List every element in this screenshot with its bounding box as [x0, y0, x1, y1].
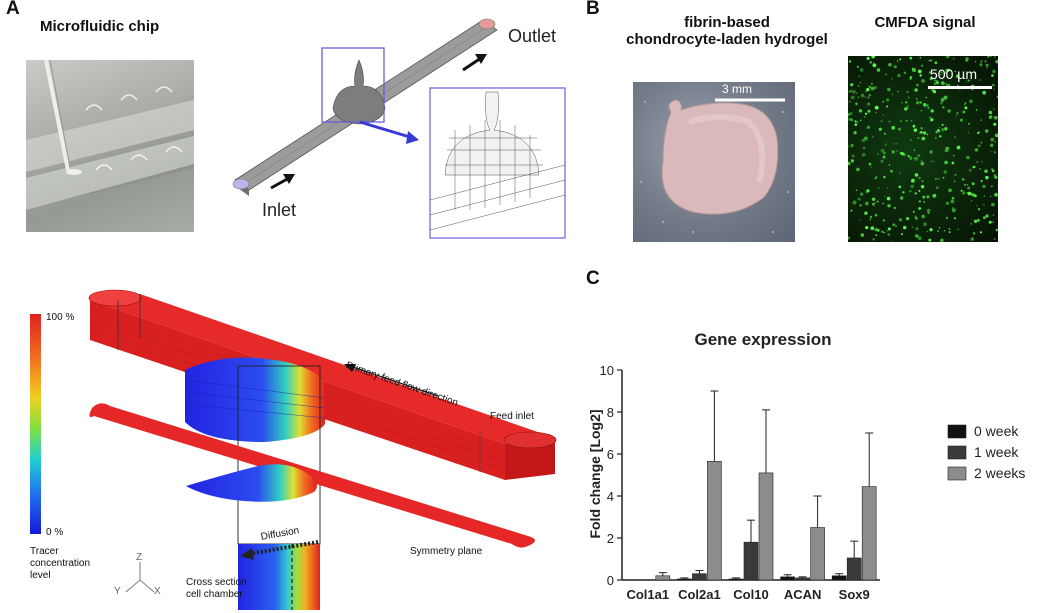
bar-ACAN-0: [780, 576, 795, 581]
tracer-simulation-figure: [30, 289, 557, 610]
outlet-label: Outlet: [508, 26, 557, 46]
bar-Col1a1-2: [655, 575, 671, 581]
x-tick-label: Col2a1: [678, 587, 721, 602]
colorbar-max-label: 100 %: [46, 312, 75, 323]
bar-Col10-1: [743, 541, 759, 581]
x-tick-label: Sox9: [839, 587, 870, 602]
x-tick-label: Col10: [733, 587, 768, 602]
panel-a-letter: A: [6, 0, 20, 19]
panel-c-letter: C: [586, 268, 600, 289]
legend-label: 0 week: [974, 423, 1019, 439]
bar-Sox9-0: [831, 575, 847, 581]
hydrogel-scale-label: 3 mm: [722, 82, 752, 96]
colorbar-min-label: 0 %: [46, 527, 64, 538]
legend-swatch: [947, 445, 967, 460]
colorbar-title: Tracer concentration level: [30, 546, 91, 581]
bar-Col2a1-1: [692, 573, 707, 581]
axis-z-label: Z: [136, 552, 143, 563]
bar-Col10-0: [728, 578, 744, 581]
bar-Col2a1-0: [677, 578, 692, 581]
y-tick-label: 10: [600, 363, 614, 378]
bar-ACAN-2: [810, 527, 825, 581]
hydrogel-photo: [633, 82, 795, 242]
feed-inlet-label: Feed inlet: [490, 411, 534, 422]
y-tick-label: 8: [607, 405, 614, 420]
cmfda-heading: CMFDA signal: [874, 14, 976, 31]
y-tick-label: 6: [607, 447, 614, 462]
legend-label: 2 weeks: [974, 465, 1025, 481]
symmetry-plane-label: Symmetry plane: [410, 546, 483, 557]
y-tick-label: 2: [607, 531, 614, 546]
x-tick-label: Col1a1: [626, 587, 669, 602]
cmfda-scale-bar: [928, 86, 992, 89]
chart-title: Gene expression: [694, 330, 831, 349]
axis-y-label: Y: [114, 586, 121, 597]
legend-swatch: [947, 424, 967, 439]
cmfda-fluorescence-photo: [848, 56, 998, 242]
hydrogel-heading: fibrin-based chondrocyte-laden hydrogel: [626, 14, 828, 49]
inlet-label: Inlet: [262, 200, 297, 220]
y-tick-label: 4: [607, 489, 614, 504]
panel-a-heading: Microfluidic chip: [40, 18, 160, 35]
axis-x-label: X: [154, 586, 161, 597]
legend-label: 1 week: [974, 444, 1019, 460]
bar-Col10-2: [758, 472, 774, 581]
gene-expression-chart: Gene expression Fold change [Log2] 0 2 4 6 8…: [587, 330, 1025, 602]
bar-Sox9-2: [861, 486, 877, 581]
microfluidic-chip-photo: [26, 60, 194, 232]
legend-swatch: [947, 466, 967, 481]
bar-Sox9-1: [846, 557, 862, 581]
cmfda-scale-label: 500 µm: [930, 66, 977, 82]
x-tick-label: ACAN: [784, 587, 822, 602]
bar-Col2a1-2: [707, 461, 722, 581]
y-tick-label: 0: [607, 573, 614, 588]
bar-ACAN-1: [795, 577, 810, 581]
panel-b-letter: B: [586, 0, 600, 19]
chart-y-axis-label: Fold change [Log2]: [587, 409, 603, 538]
cross-section-label: Cross section cell chamber: [186, 577, 247, 600]
chip-mesh-model: [232, 18, 566, 239]
